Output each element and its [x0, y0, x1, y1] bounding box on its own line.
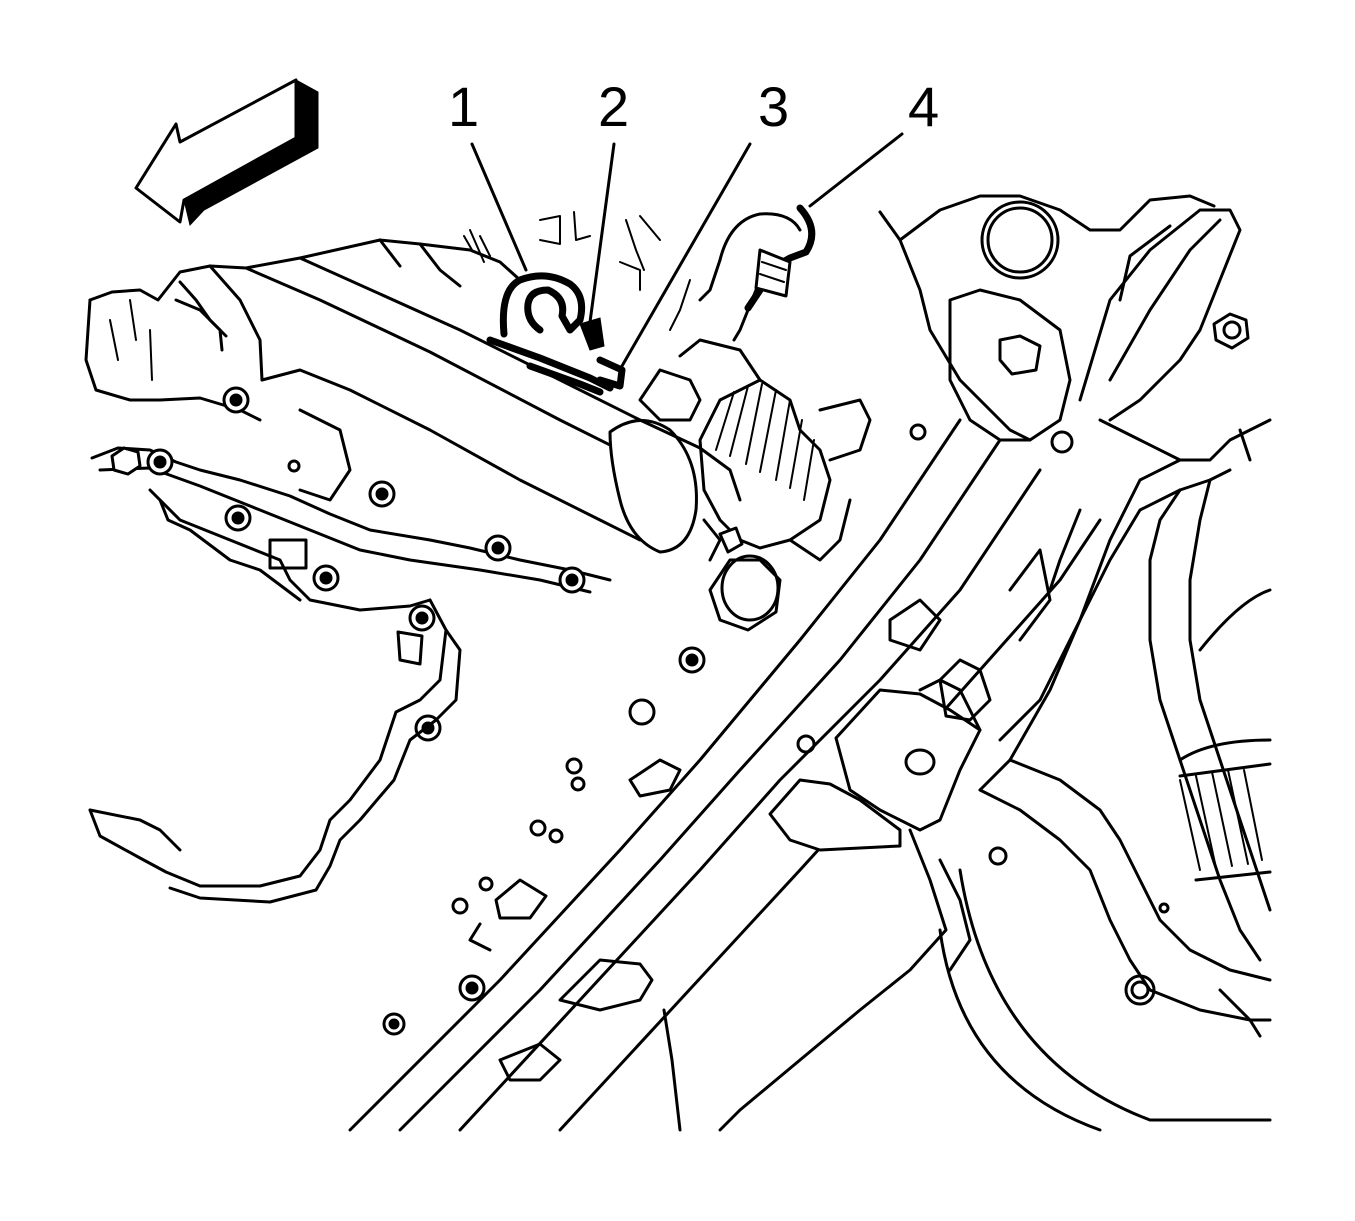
leader-4 — [808, 132, 904, 208]
leader-1 — [470, 142, 528, 272]
callout-label-4: 4 — [908, 75, 939, 138]
leader-2 — [588, 142, 616, 324]
callout-label-2: 2 — [598, 75, 629, 138]
starter-motor — [260, 256, 872, 632]
callout-label-3: 3 — [758, 75, 789, 138]
wiring-harness-loop — [486, 272, 626, 396]
positive-battery-cable — [698, 204, 816, 342]
callout-leaders — [470, 132, 904, 368]
callout-label-1: 1 — [448, 75, 479, 138]
forward-direction-arrow-icon — [134, 78, 319, 227]
callout-labels: 1 2 3 4 — [448, 75, 939, 138]
engine-mount-bracket — [718, 678, 982, 1132]
engine-top-details — [378, 211, 691, 331]
lower-control-arm — [878, 194, 1272, 1132]
transmission-housing — [84, 238, 706, 1036]
leader-3 — [620, 142, 752, 368]
